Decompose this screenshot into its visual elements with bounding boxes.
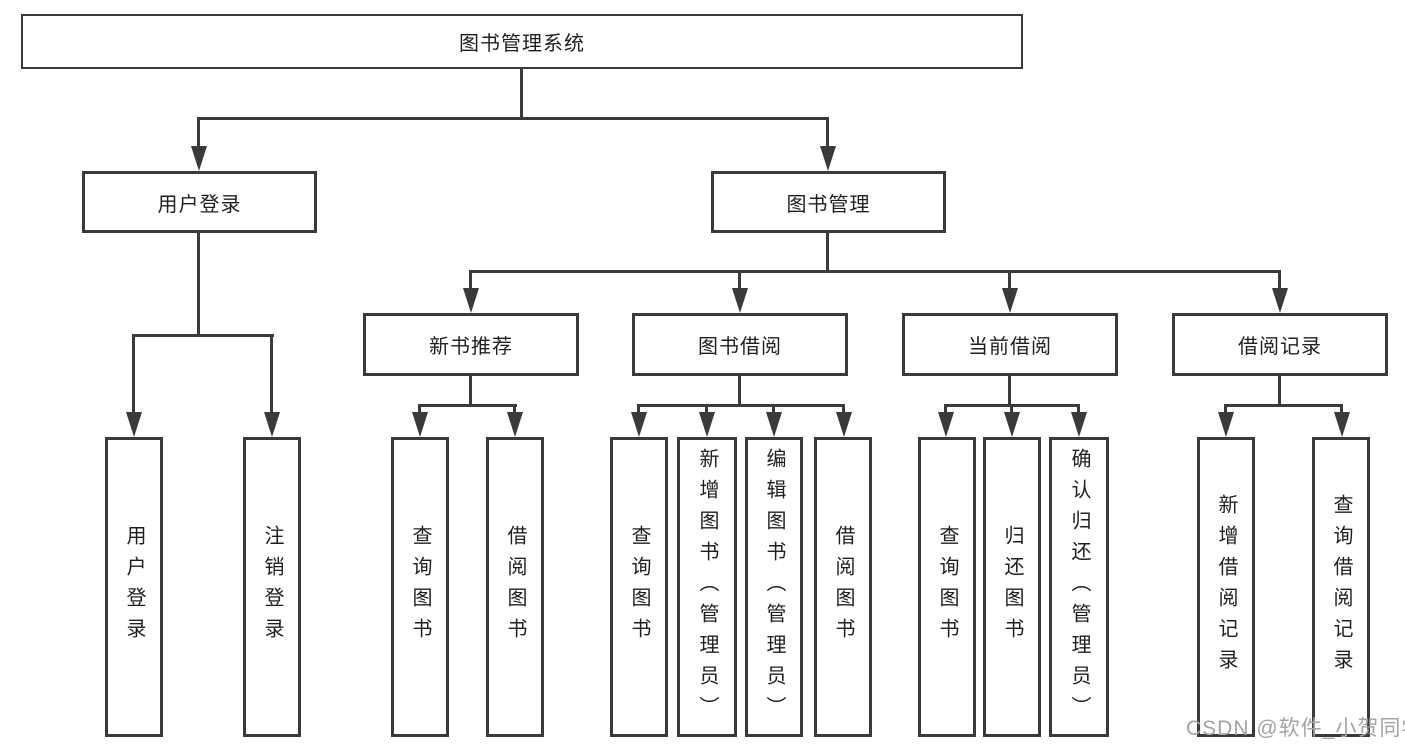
- connector-line: [513, 404, 516, 417]
- connector-line: [637, 404, 640, 417]
- connector-line: [132, 334, 135, 417]
- arrow-down-icon: [836, 412, 852, 437]
- connector-line: [469, 270, 472, 293]
- connector-line: [1278, 376, 1281, 407]
- connector-line: [1224, 404, 1343, 407]
- node-label: 借阅记录: [1238, 336, 1322, 358]
- leaf-label: 新增图书（管理员）: [696, 447, 718, 727]
- leaf-borrow-books: 借阅图书: [486, 437, 544, 737]
- leaf-query-books: 查询图书: [610, 437, 668, 737]
- node-borrow-records: 借阅记录: [1172, 313, 1388, 376]
- leaf-label: 确认归还（管理员）: [1068, 447, 1090, 727]
- arrow-down-icon: [1218, 412, 1234, 437]
- connector-line: [469, 376, 472, 407]
- leaf-label: 新增借阅记录: [1215, 494, 1237, 680]
- arrow-down-icon: [820, 146, 836, 171]
- leaf-user-login: 用户登录: [105, 437, 163, 737]
- connector-line: [1224, 404, 1227, 417]
- connector-line: [826, 117, 829, 151]
- arrow-down-icon: [191, 146, 207, 171]
- node-label: 图书管理: [786, 193, 871, 216]
- arrow-down-icon: [631, 412, 647, 437]
- connector-line: [1010, 404, 1013, 417]
- arrow-down-icon: [463, 288, 479, 313]
- arrow-down-icon: [264, 412, 280, 437]
- leaf-query-borrow-record: 查询借阅记录: [1312, 437, 1370, 737]
- connector-line: [637, 404, 845, 407]
- node-label: 用户登录: [157, 193, 242, 216]
- leaf-label: 注销登录: [261, 525, 283, 649]
- node-label: 新书推荐: [429, 336, 513, 358]
- connector-line: [1340, 404, 1343, 417]
- leaf-label: 借阅图书: [832, 525, 854, 649]
- node-label: 当前借阅: [968, 336, 1052, 358]
- node-label: 图书管理系统: [459, 33, 585, 55]
- node-book-borrowing: 图书借阅: [632, 313, 848, 376]
- connector-line: [520, 69, 523, 120]
- leaf-return-books: 归还图书: [983, 437, 1041, 737]
- connector-line: [1008, 376, 1011, 407]
- arrow-down-icon: [412, 412, 428, 437]
- connector-line: [738, 376, 741, 407]
- leaf-query-books: 查询图书: [918, 437, 976, 737]
- connector-line: [772, 404, 775, 417]
- leaf-edit-books-admin: 编辑图书（管理员）: [745, 437, 803, 737]
- leaf-logout: 注销登录: [243, 437, 301, 737]
- connector-line: [469, 270, 1281, 273]
- arrow-down-icon: [1004, 412, 1020, 437]
- node-label: 图书借阅: [698, 336, 782, 358]
- leaf-confirm-return-admin: 确认归还（管理员）: [1049, 437, 1109, 737]
- leaf-label: 查询借阅记录: [1330, 494, 1352, 680]
- arrow-down-icon: [699, 412, 715, 437]
- connector-line: [197, 117, 829, 120]
- arrow-down-icon: [938, 412, 954, 437]
- connector-line: [418, 404, 517, 407]
- leaf-label: 用户登录: [123, 525, 145, 649]
- leaf-borrow-books: 借阅图书: [814, 437, 872, 737]
- leaf-label: 编辑图书（管理员）: [763, 447, 785, 727]
- connector-line: [842, 404, 845, 417]
- connector-line: [1077, 404, 1080, 417]
- leaf-label: 查询图书: [409, 525, 431, 649]
- node-system-root: 图书管理系统: [21, 14, 1023, 69]
- node-book-management: 图书管理: [711, 171, 946, 233]
- connector-line: [132, 334, 274, 337]
- leaf-query-books: 查询图书: [391, 437, 449, 737]
- node-current-borrowing: 当前借阅: [902, 313, 1118, 376]
- arrow-down-icon: [126, 412, 142, 437]
- connector-line: [418, 404, 421, 417]
- connector-line: [944, 404, 947, 417]
- arrow-down-icon: [1002, 288, 1018, 313]
- connector-line: [197, 233, 200, 337]
- node-new-book-recommend: 新书推荐: [363, 313, 579, 376]
- connector-line: [1008, 270, 1011, 293]
- arrow-down-icon: [1334, 412, 1350, 437]
- connector-line: [738, 270, 741, 293]
- leaf-add-borrow-record: 新增借阅记录: [1197, 437, 1255, 737]
- leaf-label: 查询图书: [628, 525, 650, 649]
- node-user-login: 用户登录: [82, 171, 317, 233]
- arrow-down-icon: [1071, 412, 1087, 437]
- csdn-watermark: CSDN @软件_小贺同学: [1186, 717, 1405, 740]
- arrow-down-icon: [1272, 288, 1288, 313]
- leaf-add-books-admin: 新增图书（管理员）: [677, 437, 737, 737]
- leaf-label: 查询图书: [936, 525, 958, 649]
- connector-line: [270, 334, 273, 417]
- connector-line: [705, 404, 708, 417]
- arrow-down-icon: [766, 412, 782, 437]
- connector-line: [826, 233, 829, 273]
- arrow-down-icon: [507, 412, 523, 437]
- connector-line: [197, 117, 200, 151]
- connector-line: [1278, 270, 1281, 293]
- leaf-label: 归还图书: [1001, 525, 1023, 649]
- leaf-label: 借阅图书: [504, 525, 526, 649]
- arrow-down-icon: [732, 288, 748, 313]
